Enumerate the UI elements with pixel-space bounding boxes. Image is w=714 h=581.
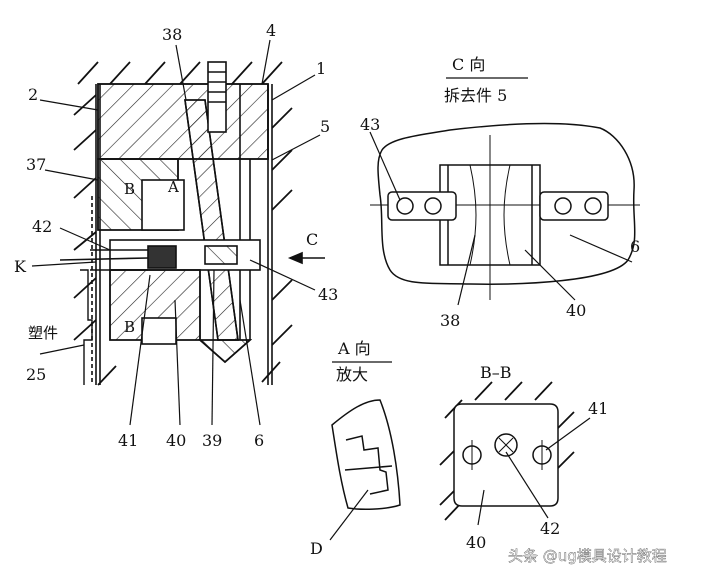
label-38-view-c: 38: [440, 311, 460, 330]
section-b-b-title: B–B: [480, 363, 512, 382]
view-a: [329, 361, 401, 541]
screw-right-2: [584, 197, 602, 215]
clamp-right: [539, 191, 609, 221]
label-view-a-mark: A: [167, 178, 179, 196]
label-part: 塑件: [28, 324, 58, 342]
right-hatch-strokes: [271, 107, 293, 346]
label-40-view-c: 40: [566, 301, 586, 320]
label-41-main: 41: [118, 431, 138, 450]
top-hatch-strokes: [77, 61, 283, 85]
view-a-title: A 向: [337, 339, 371, 358]
label-4: 4: [266, 21, 276, 40]
label-view-c-mark: C: [306, 230, 318, 249]
label-41-bb: 41: [588, 399, 608, 418]
label-5: 5: [320, 117, 330, 136]
label-43-main: 43: [318, 285, 338, 304]
label-6-view-c: 6: [630, 237, 640, 256]
bb-pin-42: [494, 433, 518, 457]
screw-left-1: [396, 197, 414, 215]
view-a-outline: [331, 399, 401, 510]
label-25: 25: [26, 365, 46, 384]
slide-pocket: [141, 179, 185, 231]
main-leader-lines: [31, 39, 321, 426]
screw-right-1: [554, 197, 572, 215]
label-42-bb: 42: [540, 519, 560, 538]
watermark: 头条 @ug模具设计教程: [508, 547, 667, 565]
label-40-bb: 40: [466, 533, 486, 552]
bb-block: [453, 403, 559, 507]
label-section-b-bottom: B: [124, 318, 135, 336]
label-6-main: 6: [254, 431, 264, 450]
label-37: 37: [26, 155, 46, 174]
slider-42: [147, 245, 177, 269]
label-section-b-top: B: [124, 180, 135, 198]
slider-43: [204, 245, 238, 265]
label-2: 2: [28, 85, 38, 104]
view-a-subtitle: 放大: [336, 365, 368, 384]
label-1: 1: [316, 59, 326, 78]
top-plate: [97, 83, 269, 160]
bottom-hatch-strokes: [97, 361, 281, 386]
main-section-view: [31, 39, 325, 426]
label-k: K: [14, 257, 27, 276]
section-b-b: [439, 381, 591, 526]
label-43-view-c: 43: [360, 115, 380, 134]
label-40-main: 40: [166, 431, 186, 450]
plastic-part-outline: [80, 269, 93, 385]
label-39: 39: [202, 431, 222, 450]
view-c-title: C 向: [452, 55, 485, 74]
clamp-left: [387, 191, 457, 221]
label-d: D: [310, 539, 323, 558]
label-42-left: 42: [32, 217, 52, 236]
screw-left-2: [424, 197, 442, 215]
label-38-top: 38: [162, 25, 182, 44]
screw-4: [207, 61, 227, 133]
view-c: [369, 77, 640, 306]
view-c-subtitle: 拆去件 5: [444, 86, 507, 105]
